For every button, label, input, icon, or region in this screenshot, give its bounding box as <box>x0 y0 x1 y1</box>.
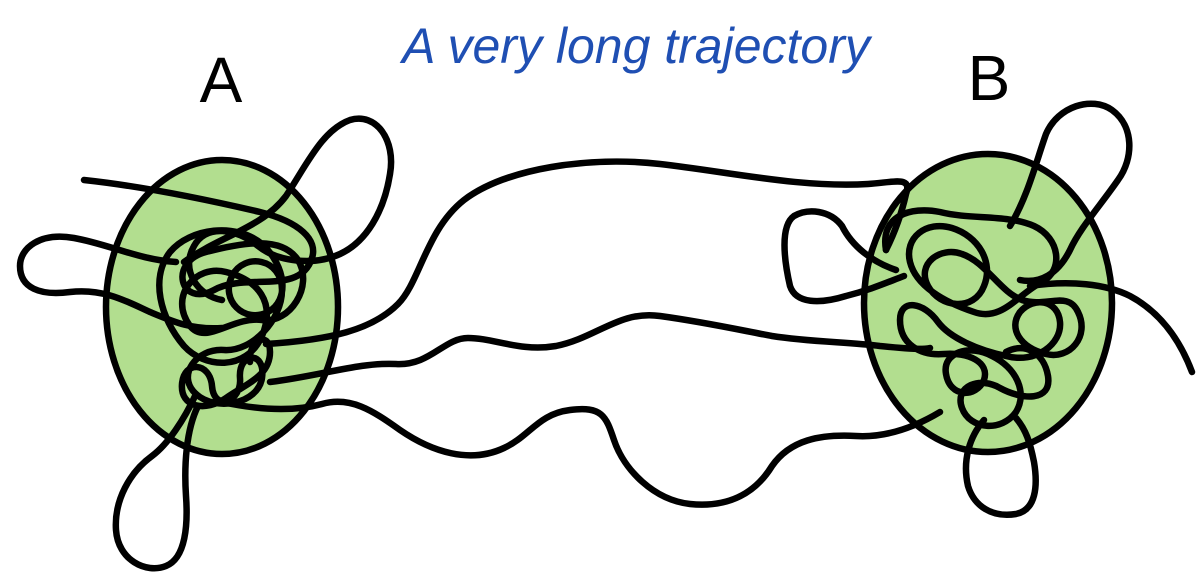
state-b-label: B <box>968 42 1011 114</box>
trajectory-upper-crossing <box>266 162 907 344</box>
diagram-title: A very long trajectory <box>399 18 873 74</box>
state-a-label: A <box>200 44 243 116</box>
trajectory-lower-crossing <box>222 402 940 505</box>
